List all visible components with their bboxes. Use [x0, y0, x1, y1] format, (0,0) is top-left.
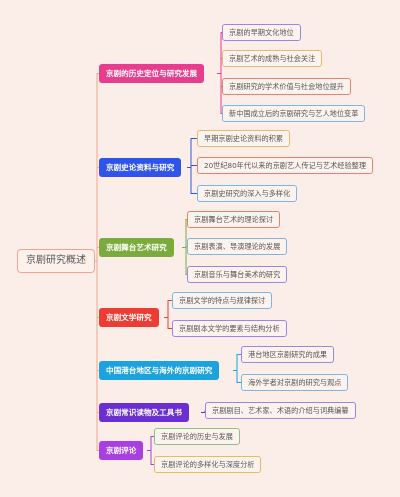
subtopic[interactable]: 海外学者对京剧的研究与观点 — [241, 374, 349, 391]
branch-topic[interactable]: 京剧常识读物及工具书 — [99, 403, 189, 422]
subtopic[interactable]: 新中国成立后的京剧研究与艺人地位变革 — [222, 105, 366, 122]
branch-leaf-link — [147, 436, 154, 451]
subtopic[interactable]: 京剧艺术的成熟与社会关注 — [222, 50, 323, 67]
subtopic[interactable]: 京剧音乐与舞台美术的研究 — [187, 266, 288, 283]
branch-leaf-link — [164, 317, 172, 329]
subtopic[interactable]: 京剧评论的多样化与深度分析 — [154, 456, 262, 473]
branch-leaf-link — [187, 167, 197, 194]
subtopic[interactable]: 京剧剧本文学的要素与结构分析 — [172, 320, 287, 337]
branch-topic[interactable]: 京剧舞台艺术研究 — [99, 238, 174, 257]
branch-leaf-link — [164, 300, 172, 318]
branch-topic[interactable]: 京剧的历史定位与研究发展 — [99, 64, 205, 83]
branch-topic[interactable]: 京剧文学研究 — [99, 308, 159, 327]
root-topic[interactable]: 京剧研究概述 — [17, 249, 95, 273]
subtopic[interactable]: 京剧史研究的深入与多样化 — [197, 185, 298, 202]
branch-leaf-link — [233, 354, 241, 371]
branch-leaf-link — [217, 73, 222, 114]
branch-leaf-link — [147, 450, 154, 465]
branch-leaf-link — [187, 138, 197, 168]
subtopic[interactable]: 京剧剧目、艺术家、术语的介绍与词典编纂 — [205, 402, 356, 419]
subtopic[interactable]: 京剧表演、导演理论的发展 — [187, 238, 288, 255]
root-branch-link — [95, 260, 99, 451]
subtopic[interactable]: 京剧舞台艺术的理论探讨 — [187, 211, 281, 228]
branch-topic[interactable]: 京剧史论资料与研究 — [99, 158, 182, 177]
branch-leaf-link — [233, 370, 241, 383]
subtopic[interactable]: 京剧研究的学术价值与社会地位提升 — [222, 78, 352, 95]
branch-leaf-link — [182, 247, 187, 275]
branch-topic[interactable]: 京剧评论 — [99, 441, 144, 460]
subtopic[interactable]: 京剧的早期文化地位 — [222, 24, 301, 41]
branch-topic[interactable]: 中国港台地区与海外的京剧研究 — [99, 361, 220, 380]
subtopic[interactable]: 港台地区京剧研究的成果 — [241, 346, 335, 363]
subtopic[interactable]: 京剧评论的历史与发展 — [154, 428, 240, 445]
subtopic[interactable]: 20世纪80年代以来的京剧艺人传记与艺术经验整理 — [197, 157, 374, 174]
subtopic[interactable]: 京剧文学的特点与规律探讨 — [172, 292, 273, 309]
subtopic[interactable]: 早期京剧史论资料的积累 — [197, 130, 291, 147]
